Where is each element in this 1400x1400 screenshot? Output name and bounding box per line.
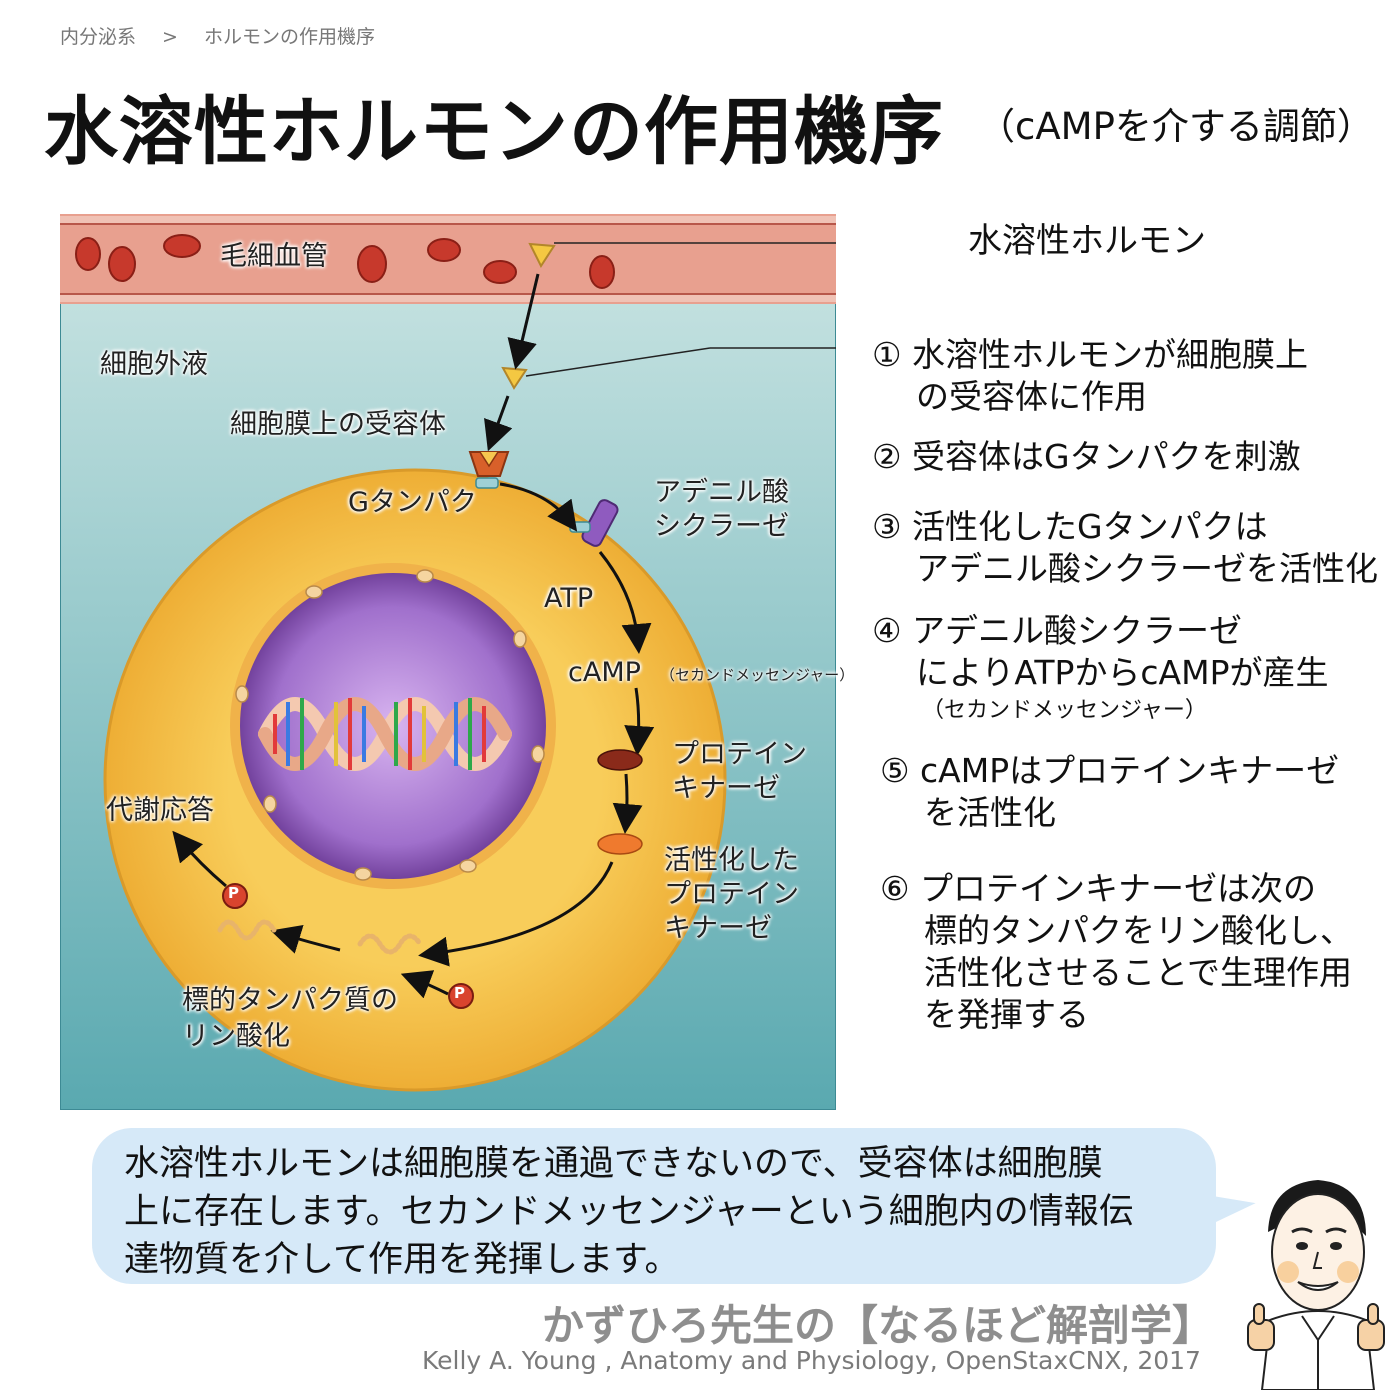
- step-2-num: ②: [872, 437, 902, 476]
- dna-helix: [258, 697, 512, 771]
- bubble-line-1: 水溶性ホルモンは細胞膜を通過できないので、受容体は細胞膜: [124, 1144, 1103, 1184]
- breadcrumb-current: ホルモンの作用機序: [203, 26, 375, 48]
- hormone-triangle: [528, 242, 556, 269]
- speech-bubble: [92, 1128, 1216, 1284]
- phos-label-1: 標的タンパク質の: [182, 985, 398, 1016]
- step-5-num: ⑤: [880, 751, 910, 790]
- step-4-line-1: アデニル酸シクラーゼ: [912, 611, 1242, 650]
- step-4-note: （セカンドメッセンジャー）: [922, 698, 1207, 723]
- step-6-line-2: 標的タンパクをリン酸化し、: [924, 911, 1353, 950]
- cell-illustration: [59, 213, 960, 1111]
- credit-source: Kelly A. Young , Anatomy and Physiology,…: [422, 1346, 1201, 1375]
- step-2: ② 受容体はGタンパクを刺激: [872, 436, 1301, 478]
- camp-note-label: （セカンドメッセンジャー）: [660, 666, 855, 684]
- apk-label-3: キナーゼ: [664, 913, 772, 944]
- step-3-line-1: 活性化したGタンパクは: [912, 507, 1268, 546]
- metabolic-label: 代謝応答: [106, 795, 214, 826]
- step-1-line-1: 水溶性ホルモンが細胞膜上: [912, 335, 1308, 374]
- step-6-line-1: プロテインキナーゼは次の: [920, 869, 1316, 908]
- ecf-label: 細胞外液: [100, 349, 208, 380]
- protein-kinase: [597, 749, 643, 771]
- receptor-label: 細胞膜上の受容体: [230, 409, 446, 440]
- hormone-label: 水溶性ホルモン: [968, 221, 1206, 261]
- capillary-label: 毛細血管: [220, 241, 328, 272]
- step-3-num: ③: [872, 507, 902, 546]
- breadcrumb-separator: >: [162, 26, 178, 48]
- target-protein: [357, 933, 423, 955]
- page-title: 水溶性ホルモンの作用機序: [44, 89, 944, 175]
- step-2-line-1: 受容体はGタンパクを刺激: [912, 437, 1301, 476]
- breadcrumb: 内分泌系 > ホルモンの作用機序: [60, 22, 375, 49]
- step-4-line-2: によりATPからcAMPが産生: [916, 653, 1329, 692]
- activated-protein-kinase: [597, 833, 643, 855]
- bubble-line-3: 達物質を介して作用を発揮します。: [124, 1240, 680, 1280]
- bubble-line-2: 上に存在します。セカンドメッセンジャーという細胞内の情報伝: [124, 1192, 1134, 1232]
- g-protein: [475, 477, 499, 489]
- step-4: ④ アデニル酸シクラーゼ によりATPからcAMPが産生 （セカンドメッセンジャー…: [872, 610, 1329, 728]
- step-3: ③ 活性化したGタンパクは アデニル酸シクラーゼを活性化: [872, 506, 1378, 590]
- step-4-num: ④: [872, 611, 902, 650]
- pk-label-1: プロテイン: [672, 739, 807, 770]
- step-3-line-2: アデニル酸シクラーゼを活性化: [916, 549, 1378, 588]
- phos-label-2: リン酸化: [182, 1021, 290, 1052]
- phosphate-marker: [222, 883, 248, 909]
- speech-bubble-text: 水溶性ホルモンは細胞膜を通過できないので、受容体は細胞膜 上に存在します。セカン…: [124, 1140, 1194, 1284]
- credit-main: かずひろ先生の【なるほど解剖学】: [542, 1301, 1215, 1350]
- phosphate-p-2: P: [454, 984, 465, 1002]
- adenylate-cyclase: [581, 499, 619, 547]
- red-blood-cells: [75, 234, 615, 289]
- step-6: ⑥ プロテインキナーゼは次の 標的タンパクをリン酸化し、 活性化させることで生理作…: [880, 868, 1353, 1036]
- step-1-num: ①: [872, 335, 902, 374]
- cell-diagram: 毛細血管 細胞外液 細胞膜上の受容体 Gタンパク アデニル酸 シクラーゼ ATP…: [59, 213, 960, 1111]
- apk-label-1: 活性化した: [664, 845, 799, 876]
- apk-label-2: プロテイン: [664, 879, 799, 910]
- step-1-line-2: の受容体に作用: [916, 377, 1147, 416]
- pk-label-2: キナーゼ: [672, 773, 780, 804]
- phosphate-p-1: P: [228, 884, 239, 902]
- adenylate-label-1: アデニル酸: [654, 477, 789, 508]
- step-5: ⑤ cAMPはプロテインキナーゼ を活性化: [880, 750, 1339, 834]
- breadcrumb-parent[interactable]: 内分泌系: [60, 26, 137, 48]
- step-5-line-2: を活性化: [924, 793, 1056, 832]
- step-6-line-3: 活性化させることで生理作用: [924, 953, 1353, 992]
- teacher-avatar: [1240, 1170, 1390, 1391]
- camp-label: cAMP: [568, 657, 641, 688]
- page-subtitle: （cAMPを介する調節）: [978, 105, 1374, 148]
- phosphorylated-protein: [217, 919, 277, 941]
- adenylate-label-2: シクラーゼ: [654, 511, 789, 542]
- atp-label: ATP: [544, 583, 594, 614]
- step-6-num: ⑥: [880, 869, 910, 908]
- step-1: ① 水溶性ホルモンが細胞膜上 の受容体に作用: [872, 334, 1308, 418]
- step-6-line-4: を発揮する: [924, 995, 1089, 1034]
- phosphate-marker: [448, 983, 474, 1009]
- g-protein-label: Gタンパク: [348, 487, 477, 518]
- step-5-line-1: cAMPはプロテインキナーゼ: [920, 751, 1340, 790]
